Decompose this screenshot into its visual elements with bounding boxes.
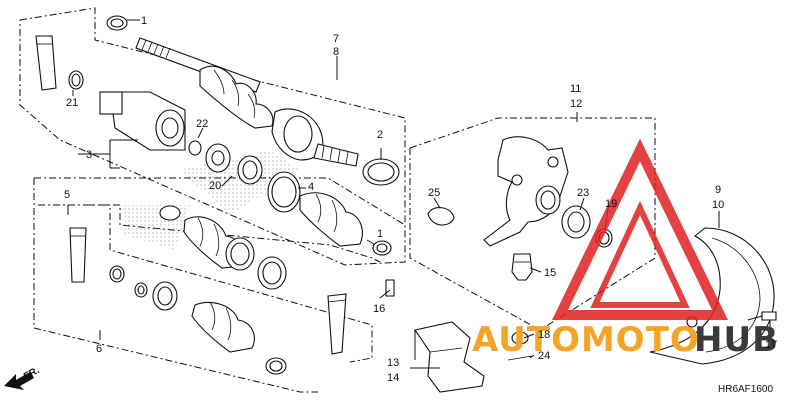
callout-labels: 1 7 8 21 22 2 3 20 4 5 1 6 16 13 14 18 2…: [64, 15, 777, 384]
callout-25: 25: [428, 187, 440, 199]
callout-8: 8: [333, 46, 339, 58]
drive-shaft-lower: [69, 205, 347, 375]
group-outlines: [19, 7, 656, 393]
direction-label: FR.: [22, 365, 42, 383]
callout-5: 5: [64, 189, 70, 201]
callout-18: 18: [538, 329, 550, 341]
direction-arrow-icon: [4, 372, 34, 390]
callout-16: 16: [373, 303, 385, 315]
callout-14: 14: [387, 372, 399, 384]
callout-3: 3: [86, 149, 92, 161]
callout-21: 21: [66, 97, 78, 109]
callout-12: 12: [570, 98, 582, 110]
callout-2: 2: [377, 129, 383, 141]
callout-23: 23: [577, 187, 589, 199]
callout-9: 9: [715, 184, 721, 196]
callout-1a: 1: [141, 15, 147, 27]
drive-shaft-upper: [35, 15, 400, 256]
callout-20: 20: [209, 180, 221, 192]
callout-13: 13: [387, 357, 399, 369]
callout-1b: 1: [377, 228, 383, 240]
watermark-triangle: [552, 138, 728, 320]
callout-17: 17: [765, 339, 777, 351]
watermark-word-automoto: AUTOMOTO: [472, 320, 700, 360]
callout-4: 4: [308, 181, 314, 193]
knuckle-assembly: [427, 136, 613, 281]
callout-22: 22: [196, 118, 208, 130]
callout-15: 15: [544, 267, 556, 279]
leader-lines: [67, 19, 771, 369]
watermark-inner-triangle: [590, 200, 690, 308]
callout-24: 24: [538, 350, 550, 362]
callout-11: 11: [570, 83, 581, 95]
front-direction-arrow: FR.: [4, 365, 42, 390]
callout-6: 6: [96, 343, 102, 355]
watermark-word-hub: HUB: [694, 320, 779, 360]
watermark-logo: [552, 138, 728, 320]
callout-7: 7: [333, 33, 339, 45]
callout-10: 10: [712, 199, 724, 211]
diagram-code: HR6AF1600: [718, 384, 773, 395]
callout-19: 19: [605, 198, 617, 210]
